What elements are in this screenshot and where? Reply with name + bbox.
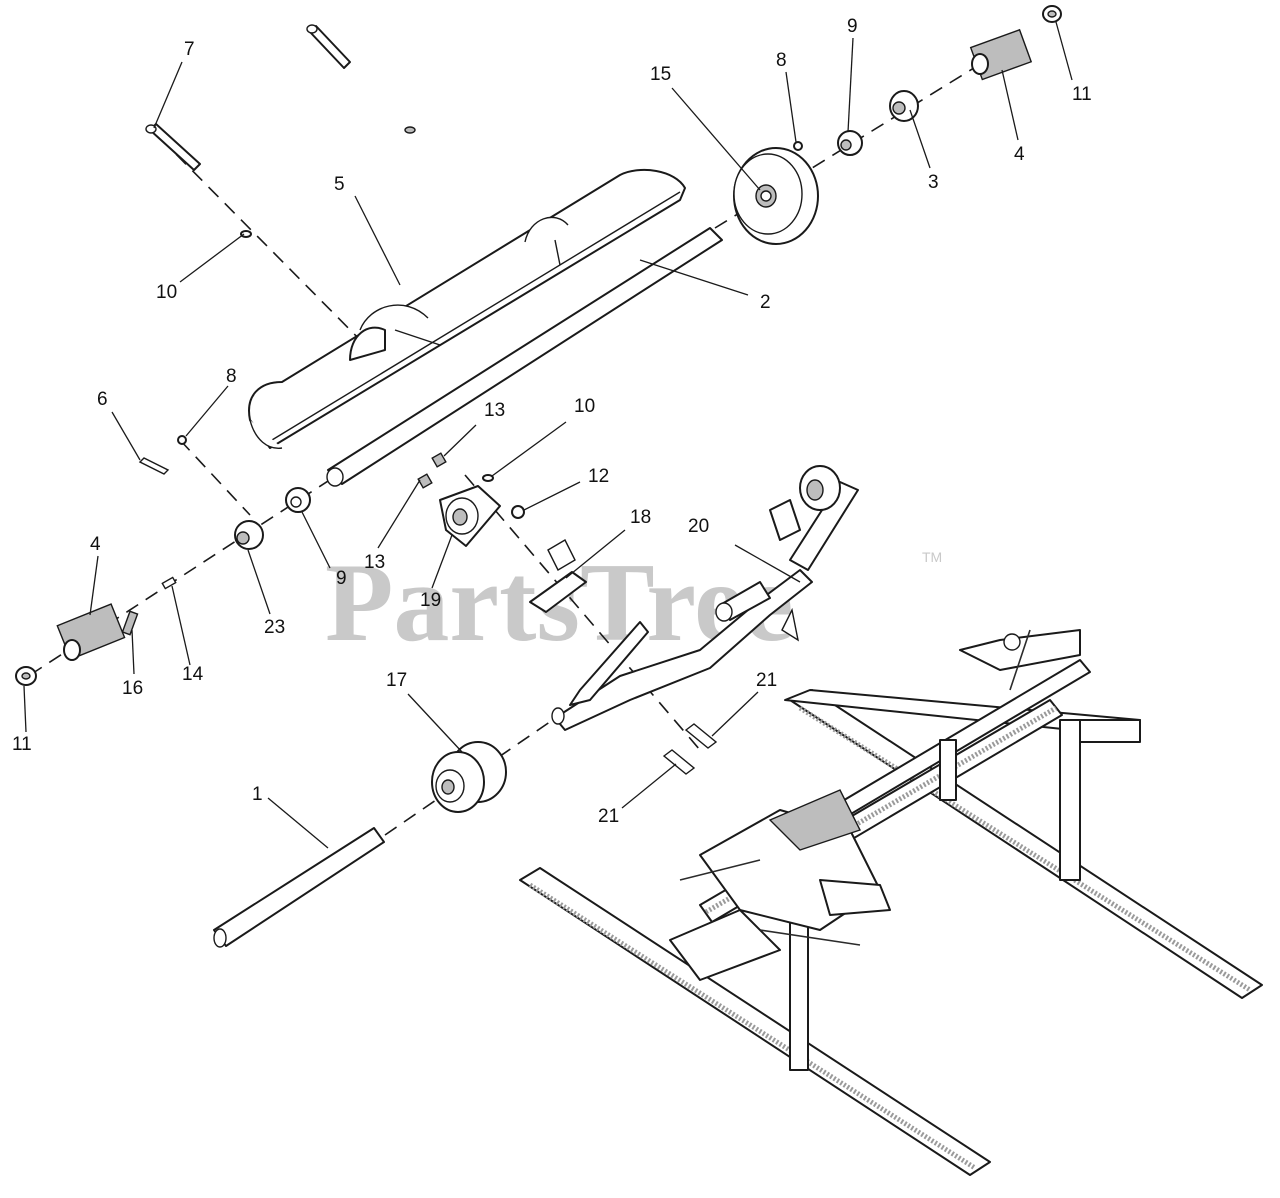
callout-3: 3 [928,172,939,193]
part-1-shaft [213,827,385,948]
callout-12: 12 [588,466,609,487]
mower-frame [519,629,1263,1176]
part-8-ball-lower [177,435,187,445]
callout-15: 15 [650,64,671,85]
callout-14: 14 [182,664,204,685]
assembly-line-bracket [464,474,701,751]
callout-18: 18 [630,507,651,528]
callout-2: 2 [760,292,771,313]
callout-16: 16 [122,678,143,699]
watermark-trademark: TM [922,549,942,565]
callout-20: 20 [688,516,709,537]
assembly-line-bearing [179,439,251,516]
part-small-clip [404,126,416,134]
part-16-spring-pin [121,610,139,636]
part-10-pin-lower [482,474,494,482]
callout-10-upper: 10 [156,282,177,303]
callout-17: 17 [386,670,407,691]
assembly-line-lower-shaft [384,714,561,836]
part-13-setscrew-b [417,473,433,489]
callout-8-lower: 8 [226,366,237,387]
callout-19: 19 [420,590,441,611]
part-17-pulley [431,741,507,813]
part-6-pin [138,457,170,475]
callout-11-lower: 11 [12,734,32,755]
leader-lines [23,21,1073,849]
part-11-nut-upper [1042,5,1062,23]
part-2-shaft [326,227,723,487]
callout-4-lower: 4 [90,534,101,555]
callout-4-upper: 4 [1014,144,1025,165]
callout-11-upper: 11 [1072,84,1092,105]
part-8-ball-upper [793,141,803,151]
callout-6: 6 [97,389,108,410]
assembly-line-left-shaft [29,469,346,676]
part-3-collar [889,90,919,122]
callout-9-lower: 9 [336,568,347,589]
part-21-bolt-a [684,723,718,749]
part-9-spacer-lower [285,487,311,513]
callout-7: 7 [184,39,195,60]
part-18-plate [529,539,587,613]
callout-21-lower: 21 [598,806,619,827]
part-11-nut-lower [15,666,37,686]
callout-10-lower: 10 [574,396,595,417]
callout-9-upper: 9 [847,16,858,37]
part-21-bolt-b [662,749,696,775]
part-23-hub [234,520,264,550]
assembly-line-pin [159,137,376,356]
part-7-pin [145,123,201,171]
part-10-pin-upper [240,230,252,238]
part-14-key [161,576,177,590]
callout-labels: 7 5 10 2 15 8 9 3 4 11 6 8 13 10 12 13 1… [12,16,1092,827]
part-12-bushing [511,505,525,519]
callout-5: 5 [334,174,345,195]
callout-13-upper: 13 [484,400,505,421]
callout-21-upper: 21 [756,670,777,691]
callout-1: 1 [252,784,263,805]
callout-13-lower: 13 [364,552,385,573]
part-9-spacer-upper [837,130,863,156]
part-4-sprocket-upper [969,28,1033,81]
part-bolt-top [306,24,351,69]
part-13-setscrew-a [431,452,447,468]
callout-8-upper: 8 [776,50,787,71]
part-19-bearing [439,485,501,547]
callout-23: 23 [264,617,285,638]
part-5-cover [248,168,686,449]
part-20-arm [551,465,859,731]
part-4-sprocket-lower [56,603,126,661]
part-15-pulley [733,147,819,245]
